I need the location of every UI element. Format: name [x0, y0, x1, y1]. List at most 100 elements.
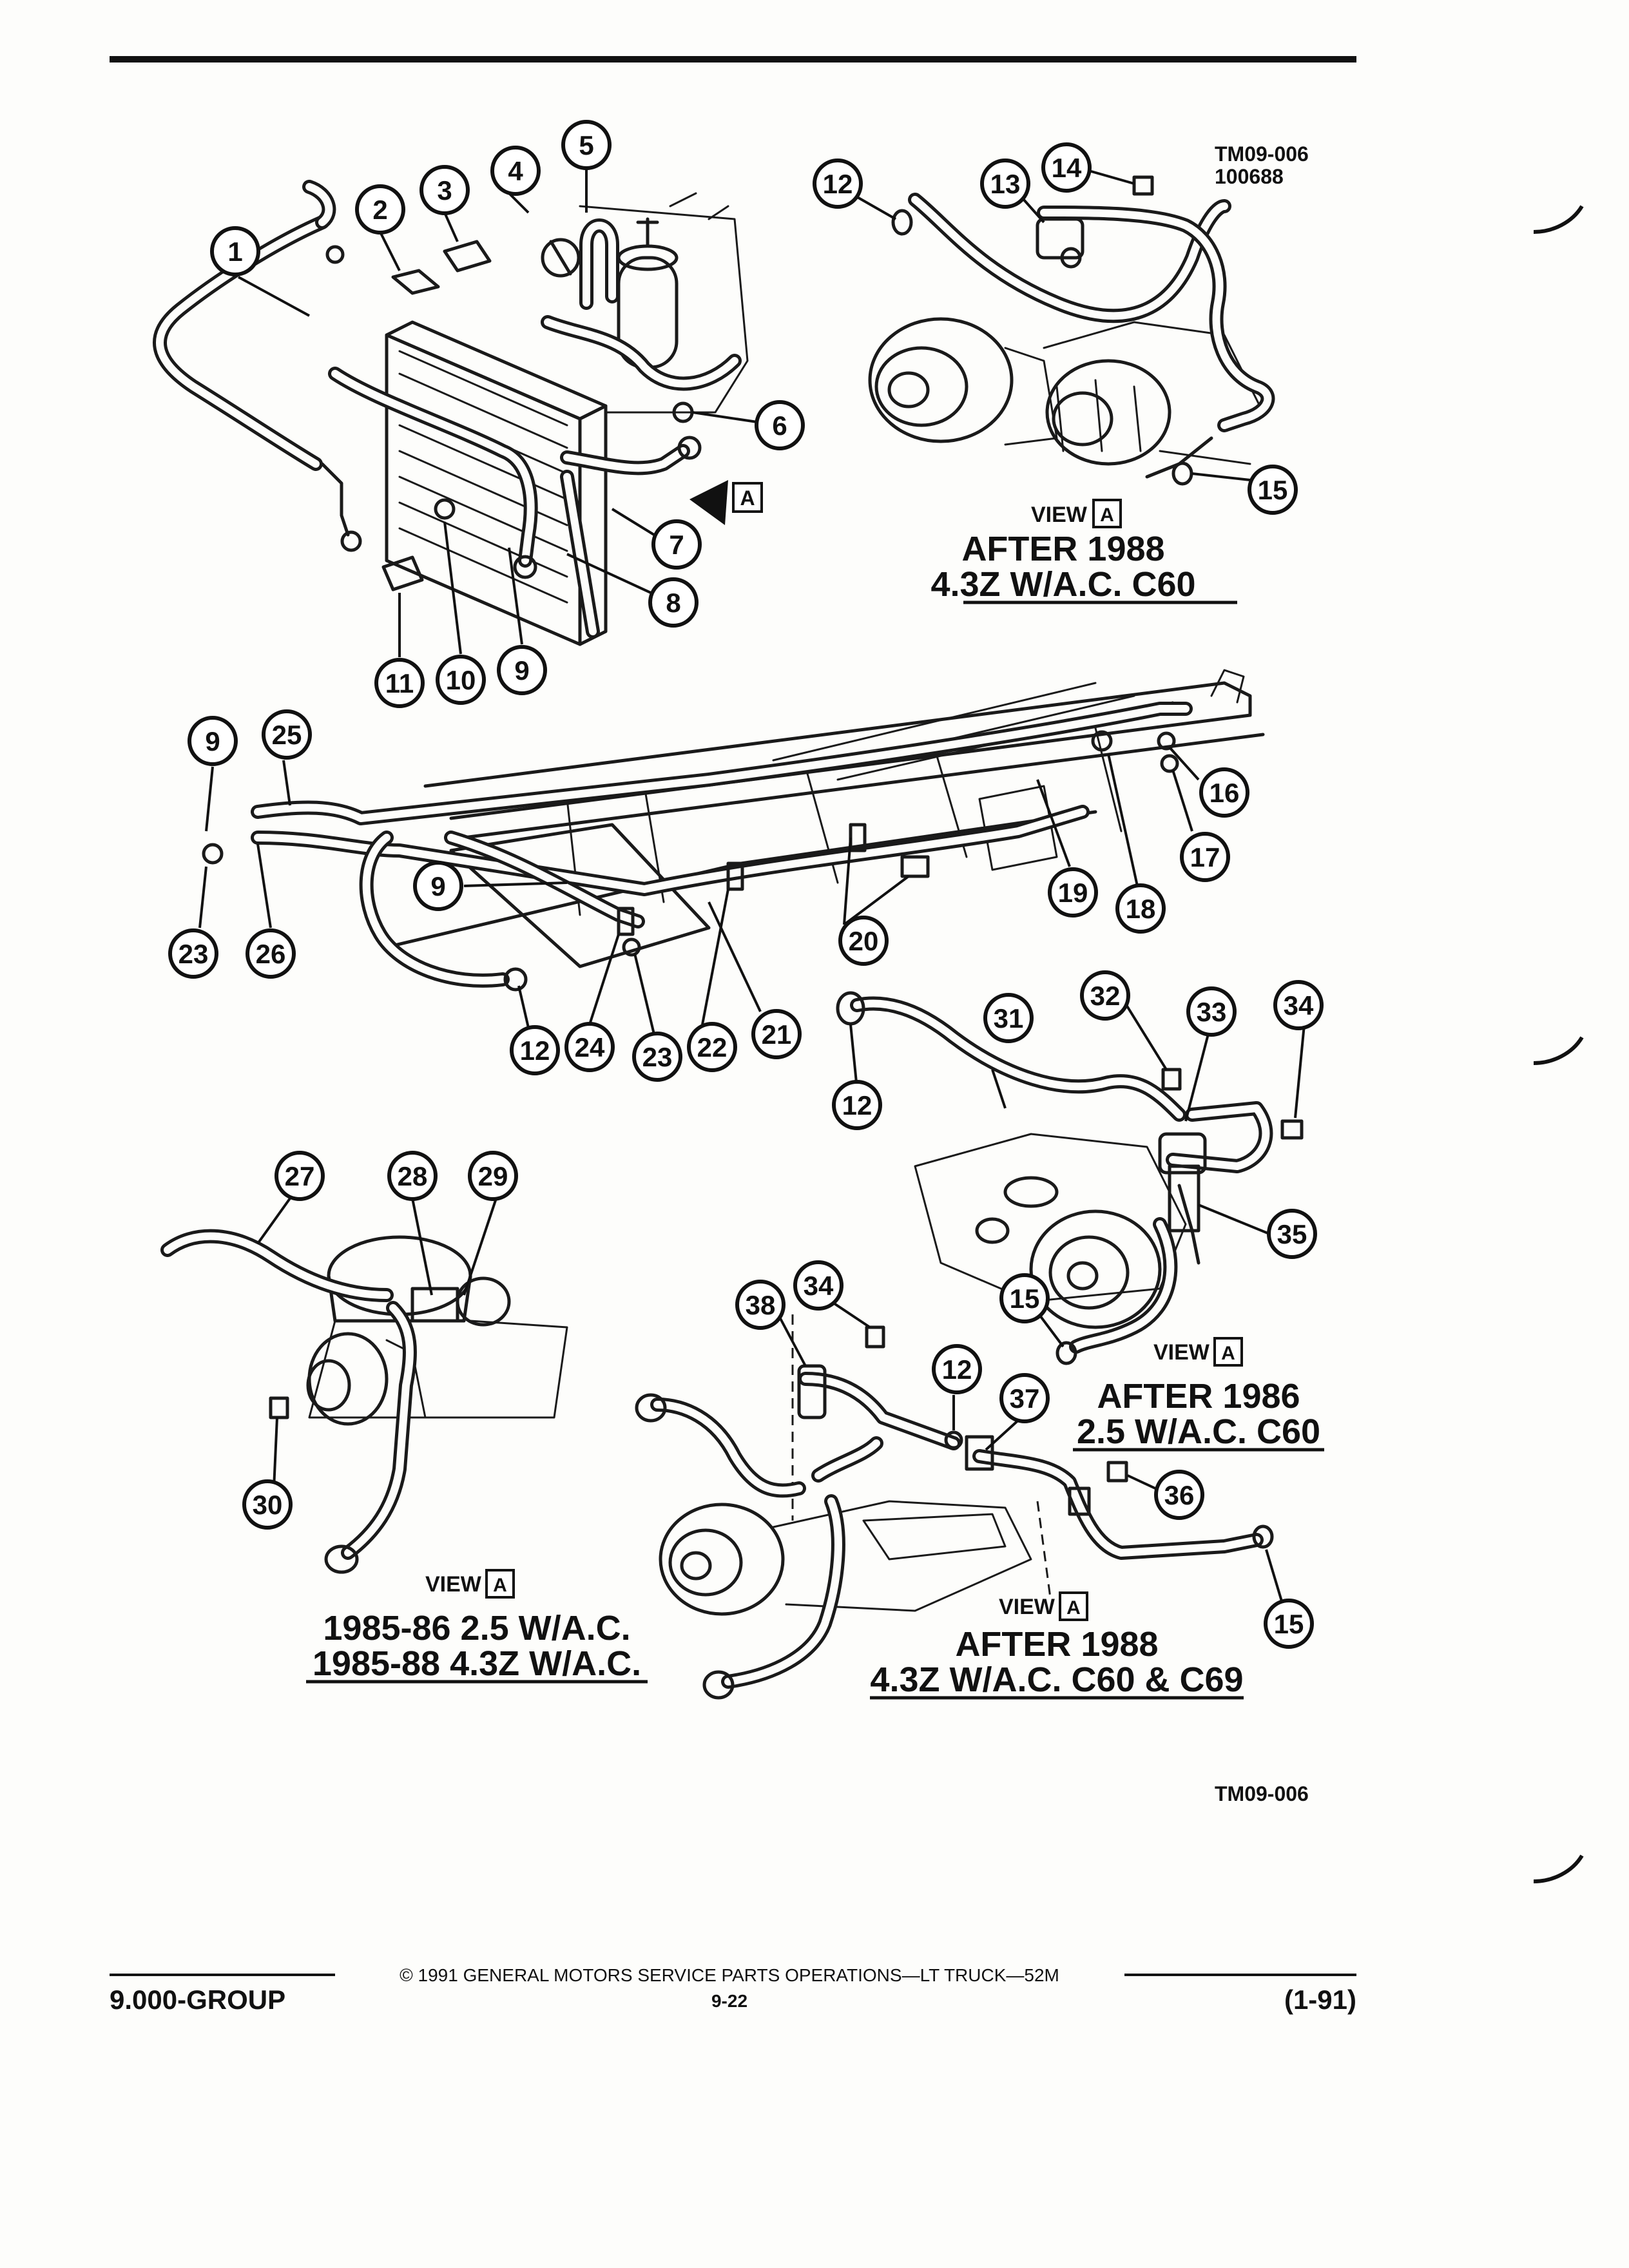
svg-text:26: 26	[256, 939, 286, 969]
footer-copyright: © 1991 GENERAL MOTORS SERVICE PARTS OPER…	[400, 1965, 1059, 1985]
callout-12-mid: 12	[510, 1025, 560, 1075]
svg-text:9: 9	[205, 726, 220, 756]
svg-text:7: 7	[669, 530, 684, 560]
caption-bottom-left-line2: 1985-88 4.3Z W/A.C.	[313, 1644, 641, 1683]
caption-bottom-right-line1: AFTER 1988	[955, 1625, 1158, 1664]
callout-27: 27	[275, 1151, 325, 1201]
callout-26: 26	[246, 928, 296, 979]
view-label-bottom-left: VIEW	[425, 1572, 482, 1597]
callout-12-bottom: 12	[932, 1344, 982, 1394]
svg-text:15: 15	[1010, 1283, 1040, 1314]
svg-text:12: 12	[842, 1090, 872, 1120]
svg-text:14: 14	[1052, 153, 1082, 183]
caption-top-right-line2: 4.3Z W/A.C. C60	[930, 565, 1195, 604]
callout-5: 5	[561, 120, 612, 170]
compressor-view-after-1986-illustration	[836, 991, 1304, 1365]
svg-text:9: 9	[514, 655, 529, 686]
callout-25: 25	[262, 709, 312, 760]
svg-text:33: 33	[1197, 997, 1227, 1027]
callout-12-right: 12	[832, 1080, 882, 1130]
footer-revision: (1-91)	[1284, 1984, 1356, 2015]
svg-text:16: 16	[1210, 778, 1240, 808]
svg-text:8: 8	[666, 588, 680, 618]
callout-28: 28	[387, 1151, 438, 1201]
view-letter-box-bottom-left: A	[485, 1569, 515, 1599]
svg-text:25: 25	[272, 720, 302, 750]
svg-text:29: 29	[478, 1161, 508, 1191]
view-label-bottom-right: VIEW	[999, 1595, 1055, 1619]
callout-9-top: 9	[497, 645, 547, 695]
svg-text:11: 11	[385, 668, 414, 698]
callout-1: 1	[210, 226, 260, 276]
svg-text:34: 34	[804, 1271, 834, 1301]
svg-text:9: 9	[430, 871, 445, 901]
callout-12-top: 12	[813, 159, 863, 209]
figure-code: TM09-006	[1215, 1782, 1309, 1805]
svg-text:A: A	[493, 1575, 507, 1596]
svg-text:17: 17	[1190, 842, 1220, 872]
callout-2: 2	[355, 184, 405, 235]
callout-22: 22	[687, 1022, 737, 1072]
callout-20: 20	[838, 916, 889, 966]
svg-text:19: 19	[1058, 878, 1088, 908]
svg-text:23: 23	[642, 1042, 673, 1072]
svg-text:20: 20	[849, 926, 879, 956]
svg-text:4: 4	[508, 156, 523, 186]
svg-text:22: 22	[697, 1032, 728, 1062]
callout-3: 3	[419, 165, 470, 215]
chassis-frame-lines-illustration	[202, 669, 1265, 992]
svg-text:1: 1	[227, 236, 242, 267]
svg-text:21: 21	[762, 1019, 792, 1050]
callout-33: 33	[1186, 986, 1237, 1037]
callout-31: 31	[983, 993, 1034, 1043]
svg-text:6: 6	[772, 410, 787, 441]
svg-text:18: 18	[1126, 894, 1156, 924]
callout-6: 6	[755, 400, 805, 450]
callout-36: 36	[1154, 1470, 1204, 1520]
svg-text:15: 15	[1274, 1609, 1304, 1639]
caption-middle-right-line2: 2.5 W/A.C. C60	[1077, 1412, 1320, 1451]
svg-text:10: 10	[446, 665, 476, 695]
callout-7: 7	[651, 519, 702, 570]
compressor-view-after-1988-illustration	[868, 175, 1275, 486]
callout-9-mid: 9	[413, 861, 463, 911]
callout-15-top: 15	[1248, 465, 1298, 515]
view-letter-box-middle-right: A	[1213, 1337, 1243, 1367]
callout-19: 19	[1048, 867, 1098, 918]
callout-32: 32	[1080, 970, 1130, 1021]
svg-text:23: 23	[178, 939, 209, 969]
svg-text:2: 2	[372, 195, 387, 225]
callout-18: 18	[1115, 883, 1166, 934]
svg-text:5: 5	[579, 130, 593, 160]
svg-text:12: 12	[520, 1035, 550, 1066]
callout-10: 10	[436, 655, 486, 705]
caption-bottom-left-line1: 1985-86 2.5 W/A.C.	[323, 1609, 630, 1648]
svg-text:27: 27	[285, 1161, 315, 1191]
header-code: TM09-006	[1215, 142, 1309, 166]
direction-marker-letter: A	[740, 486, 755, 510]
caption-top-right-line1: AFTER 1988	[961, 530, 1164, 568]
callout-35: 35	[1267, 1209, 1317, 1259]
svg-text:32: 32	[1090, 981, 1121, 1011]
callout-29: 29	[468, 1151, 518, 1201]
svg-text:12: 12	[942, 1354, 972, 1385]
svg-text:12: 12	[823, 169, 853, 199]
view-label-top-right: VIEW	[1031, 503, 1088, 527]
svg-text:3: 3	[437, 175, 452, 206]
svg-text:31: 31	[994, 1003, 1024, 1033]
footer-page-number: 9-22	[711, 1991, 747, 2011]
callout-38: 38	[735, 1280, 786, 1330]
callout-34-bottom: 34	[793, 1260, 843, 1311]
svg-text:37: 37	[1010, 1383, 1040, 1414]
callout-11: 11	[374, 658, 425, 708]
callout-8: 8	[648, 577, 699, 628]
callout-34-right: 34	[1273, 980, 1324, 1030]
caption-bottom-right-line2: 4.3Z W/A.C. C60 & C69	[870, 1660, 1243, 1699]
svg-text:34: 34	[1284, 990, 1314, 1021]
callout-16: 16	[1199, 767, 1249, 818]
svg-text:24: 24	[575, 1032, 605, 1062]
callout-4: 4	[490, 146, 541, 196]
svg-text:A: A	[1066, 1597, 1081, 1619]
